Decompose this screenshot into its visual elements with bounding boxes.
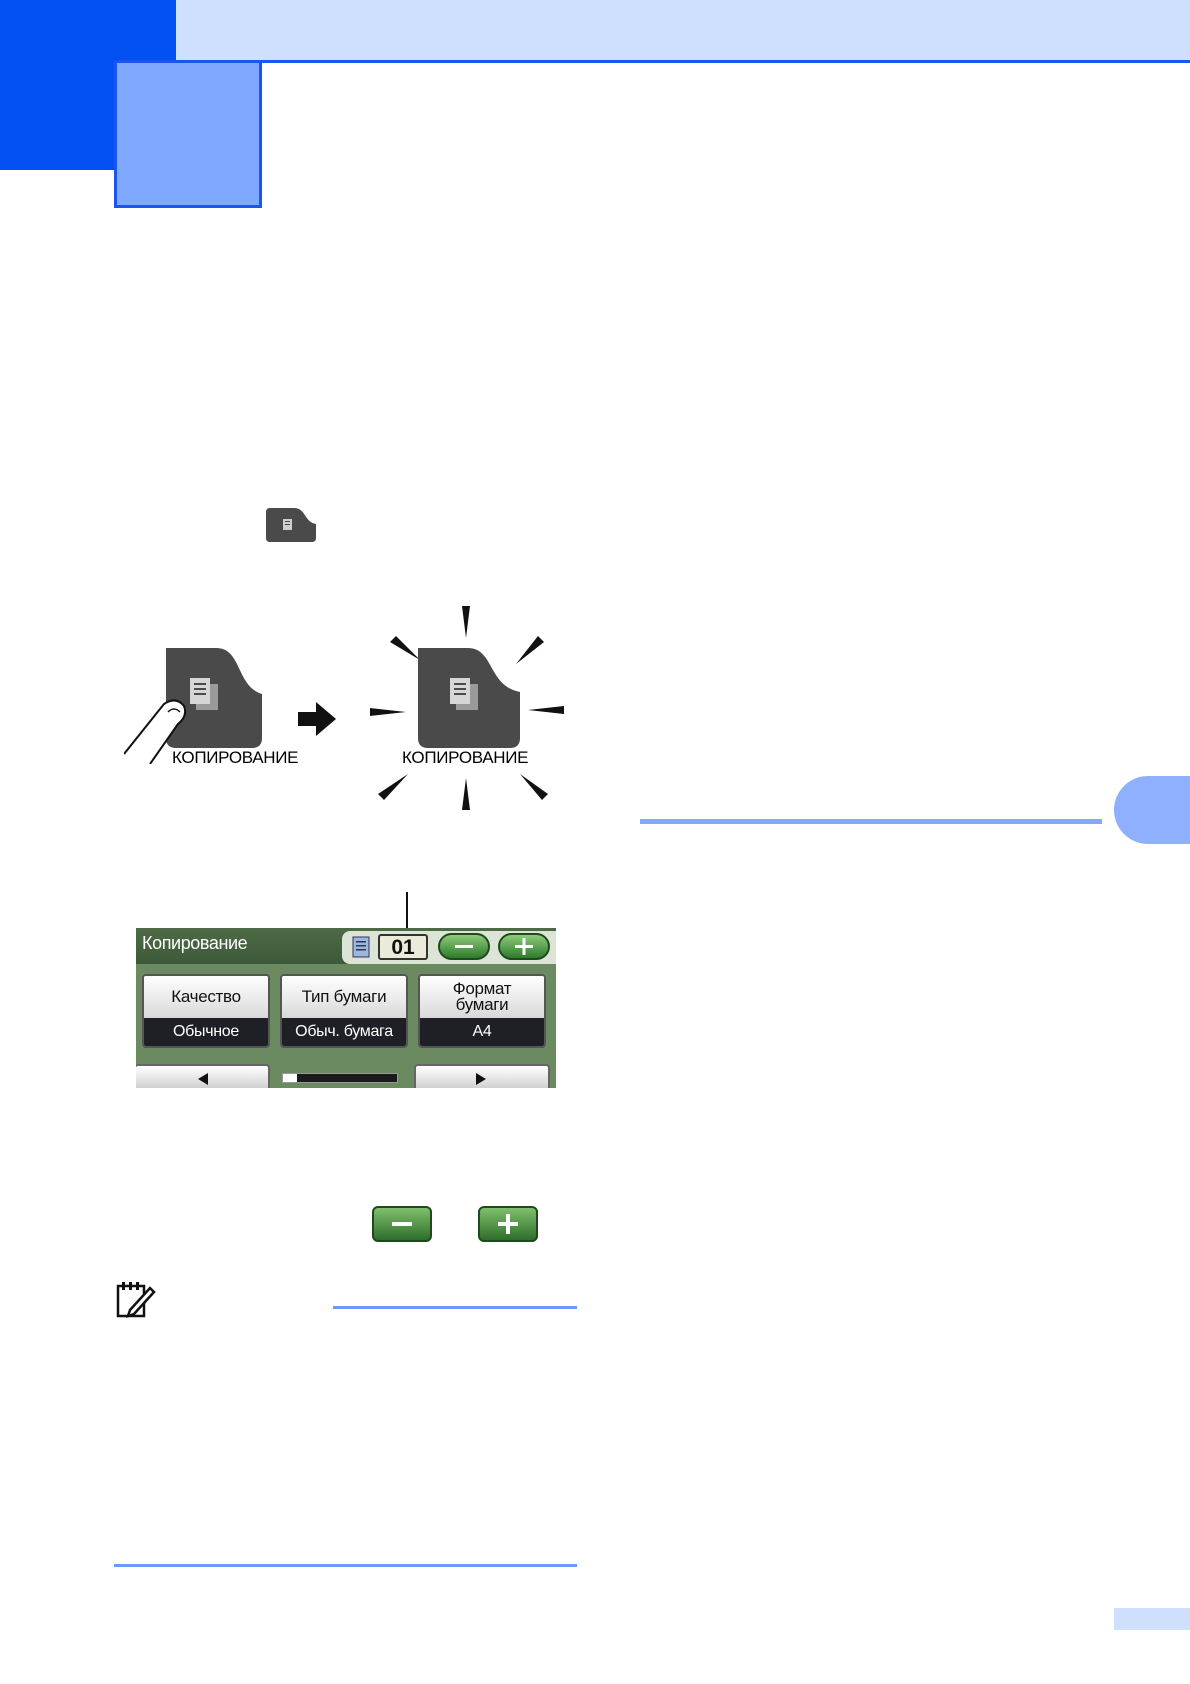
chapter-number-box bbox=[114, 60, 262, 208]
chapter-side-tab bbox=[1114, 776, 1190, 844]
quality-setting-button[interactable]: Качество Обычное bbox=[142, 974, 270, 1048]
setting-value: А4 bbox=[420, 1018, 544, 1046]
copy-key-pressed bbox=[124, 648, 262, 764]
page-number-box bbox=[1114, 1608, 1190, 1630]
minus-icon bbox=[455, 945, 473, 948]
copy-key-lit-label: КОПИРОВАНИЕ bbox=[402, 748, 529, 767]
lcd-screen: Копирование 01 Качество Обычное Тип бума… bbox=[136, 928, 556, 1088]
minus-button[interactable] bbox=[372, 1206, 432, 1242]
setting-name: Тип бумаги bbox=[282, 976, 406, 1018]
setting-value: Обычное bbox=[144, 1018, 268, 1046]
callout-line bbox=[406, 892, 408, 934]
scroll-left-button[interactable] bbox=[136, 1064, 270, 1088]
right-arrow-icon bbox=[476, 1073, 486, 1085]
plus-icon bbox=[515, 938, 533, 955]
scroll-track bbox=[282, 1073, 398, 1083]
copy-key-lit bbox=[370, 606, 564, 810]
note-bottom-rule bbox=[114, 1564, 577, 1567]
note-icon bbox=[116, 1282, 156, 1318]
setting-name: Формат бумаги bbox=[420, 976, 544, 1018]
copy-key-label: КОПИРОВАНИЕ bbox=[172, 748, 299, 767]
decrease-copies-button[interactable] bbox=[438, 933, 490, 960]
header-band bbox=[176, 0, 1190, 63]
copy-doc-icon bbox=[352, 936, 370, 958]
copy-key-small-icon bbox=[266, 508, 316, 542]
finger-icon bbox=[124, 699, 187, 764]
section-rule bbox=[640, 819, 1102, 824]
left-arrow-icon bbox=[198, 1073, 208, 1085]
plus-button[interactable] bbox=[478, 1206, 538, 1242]
lcd-title: Копирование bbox=[142, 933, 248, 953]
scroll-thumb bbox=[283, 1074, 297, 1082]
minus-icon bbox=[392, 1222, 412, 1226]
increase-copies-button[interactable] bbox=[498, 933, 550, 960]
copies-count[interactable]: 01 bbox=[378, 934, 428, 960]
setting-value: Обыч. бумага bbox=[282, 1018, 406, 1046]
scroll-right-button[interactable] bbox=[414, 1064, 550, 1088]
arrow-right-icon bbox=[298, 702, 336, 736]
setting-name: Качество bbox=[144, 976, 268, 1018]
note-rule bbox=[333, 1306, 577, 1309]
paper-type-setting-button[interactable]: Тип бумаги Обыч. бумага bbox=[280, 974, 408, 1048]
plus-icon bbox=[498, 1214, 518, 1234]
paper-size-setting-button[interactable]: Формат бумаги А4 bbox=[418, 974, 546, 1048]
